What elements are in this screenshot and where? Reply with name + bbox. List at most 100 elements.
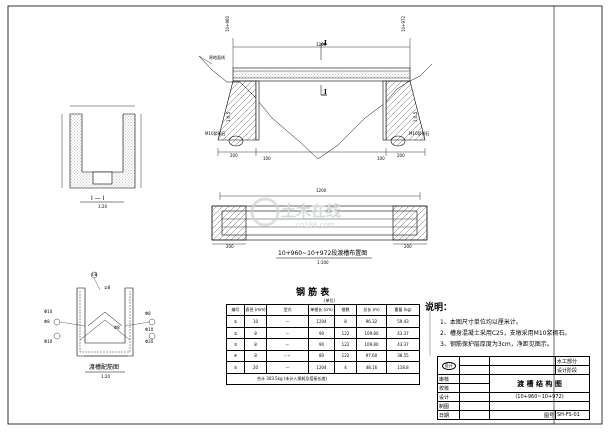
table-cell: 1204: [308, 361, 335, 374]
watermark-text: 土木在线: [281, 202, 342, 220]
table-row: ② 8 ⌐ 90 122 109.80 43.37: [226, 326, 420, 340]
table-cell: 43.37: [386, 326, 420, 340]
table-row: ① 10 — 1204 8 96.32 59.43: [226, 315, 420, 328]
number-label: 图号: [489, 410, 556, 420]
table-cell: ⌐⌐: [266, 349, 309, 363]
table-cell: —: [266, 361, 309, 374]
table-cell: 118.8: [386, 361, 420, 374]
table-row: ③ 8 ⌐ 90 122 109.80 43.37: [226, 338, 420, 351]
section-caption: I — I: [91, 195, 105, 202]
table-cell: 10: [244, 315, 267, 328]
table-cell: 80: [308, 349, 335, 363]
rebar-table-unit: (单位): [324, 298, 336, 303]
column-header: 型式: [266, 303, 309, 317]
plan-caption: 10+960~10+972段渡槽布置图: [278, 250, 368, 257]
drawing-name: 渡 槽 结 构 图: [489, 374, 590, 393]
rebar-detail-view: [53, 271, 156, 373]
chainage-left: 10+960: [225, 15, 230, 32]
logo: 设计: [437, 356, 460, 375]
table-cell: 8: [244, 338, 267, 351]
footing-right: [390, 135, 406, 147]
elevation-view: [198, 38, 433, 160]
table-cell: —: [266, 315, 309, 328]
rebar-table: 编号 直径 (mm) 型式 单根长 (cm) 根数 总长 (m) 重量 (kg)…: [226, 303, 420, 386]
plan-dim-span: 1200: [316, 188, 327, 193]
elev-side-label-left: 1:0.5: [226, 111, 231, 122]
elev-side-label-right: 1:0.5: [413, 111, 418, 122]
table-cell: 48.16: [356, 361, 387, 374]
rebar-label: Φ8: [145, 311, 151, 316]
table-cell: 20: [244, 361, 267, 374]
table-total: 合计 303.5kg (未计入损耗及搭接长度): [226, 372, 420, 386]
title-block-cell: 水工部分: [555, 356, 590, 366]
table-cell: 97.60: [356, 349, 387, 363]
rebar-label: ①8: [91, 272, 98, 277]
column-header: 单根长 (cm): [308, 303, 335, 317]
column-header: 重量 (kg): [386, 303, 420, 317]
note-item: 2、槽身混凝土采用C25，支墩采用M10浆砌石。: [440, 330, 571, 337]
table-cell: 8: [244, 326, 267, 340]
section-mark-bottom: I: [324, 89, 327, 96]
table-cell: 109.80: [356, 338, 387, 351]
table-cell: 122: [334, 338, 357, 351]
plan-scale: 1:100: [317, 260, 329, 265]
title-block-cell: [489, 365, 556, 375]
note-item: 3、钢筋保护层厚度为3cm，净距见图示。: [440, 341, 553, 348]
column-header: 根数: [334, 303, 357, 317]
elev-dim-span: 1200: [316, 42, 327, 47]
column-header: 直径 (mm): [244, 303, 267, 317]
table-cell: 4: [334, 361, 357, 374]
rebar-label: Φ10: [145, 327, 154, 332]
table-cell: ⑤: [226, 361, 245, 374]
rebar-table-title: 钢 筋 表: [296, 288, 330, 298]
rebar-label: Φ10: [44, 339, 53, 344]
title-block-cell: 设计阶段: [555, 365, 590, 375]
title-block-cell: [459, 356, 490, 366]
table-total-row: 合计 303.5kg (未计入损耗及搭接长度): [226, 372, 420, 386]
table-header-row: 编号 直径 (mm) 型式 单根长 (cm) 根数 总长 (m) 重量 (kg): [226, 303, 420, 317]
table-cell: 59.43: [386, 315, 420, 328]
table-cell: 8: [334, 315, 357, 328]
pier-label-right: M10浆砌石: [409, 131, 430, 136]
table-cell: ④: [226, 349, 245, 363]
column-header: 编号: [226, 303, 245, 317]
table-cell: ②: [226, 326, 245, 340]
rebar-detail-scale: 1:20: [101, 374, 110, 379]
terrain-note: 原地面线: [209, 55, 225, 60]
chainage-right: 10+972: [401, 15, 406, 32]
table-cell: 1204: [308, 315, 335, 328]
plan-dim-right: 200: [404, 244, 412, 249]
title-block-cell: [459, 365, 490, 375]
section-mark-top: I: [324, 40, 327, 47]
role-label: 制图: [437, 401, 460, 411]
rebar-detail-caption: 渡槽配筋图: [89, 364, 120, 371]
rebar-label: Φ20: [145, 339, 154, 344]
table-cell: 109.80: [356, 326, 387, 340]
rebar-label: Φ8: [114, 325, 120, 330]
plan-view: [211, 192, 428, 259]
table-cell: 122: [334, 349, 357, 363]
rebar-label: ②8: [104, 285, 111, 290]
table-cell: 122: [334, 326, 357, 340]
plan-dim-left: 200: [226, 244, 234, 249]
table-cell: 38.55: [386, 349, 420, 363]
elev-dim-support-left: 200: [230, 153, 238, 158]
table-cell: 90: [308, 338, 335, 351]
pier-label-left: M10浆砌石: [205, 131, 226, 136]
title-block-cell: [489, 356, 556, 366]
rebar-label: Φ8: [44, 319, 50, 324]
drawing-subtitle: (10+960~10+972): [489, 392, 590, 402]
role-label: 设计: [437, 392, 460, 402]
role-label: 校核: [437, 383, 460, 393]
table-row: ④ 8 ⌐⌐ 80 122 97.60 38.55: [226, 349, 420, 363]
table-cell: ⌐: [266, 338, 309, 351]
table-cell: ③: [226, 338, 245, 351]
column-header: 总长 (m): [356, 303, 387, 317]
section-scale: 1:20: [98, 204, 107, 209]
table-cell: ⌐: [266, 326, 309, 340]
number-value: SH-FS-01: [555, 410, 590, 420]
notes-title: 说明：: [425, 303, 453, 313]
role-label: 审核: [437, 374, 460, 384]
